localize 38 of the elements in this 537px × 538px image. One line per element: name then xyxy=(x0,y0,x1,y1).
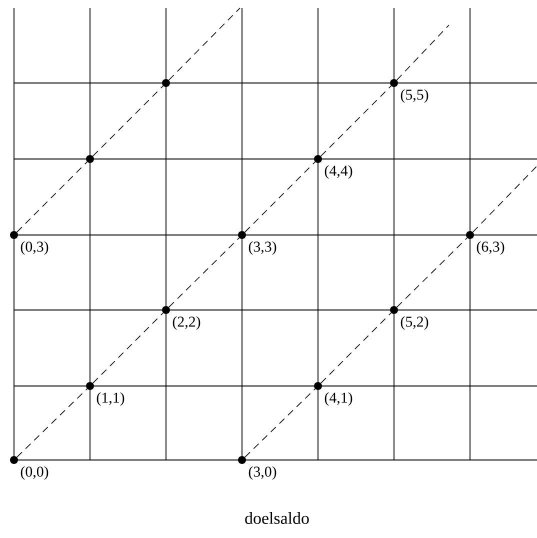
dashed-line xyxy=(320,86,392,156)
point-label: (4,1) xyxy=(324,392,352,406)
dashed-line xyxy=(320,312,392,384)
point-label: (4,4) xyxy=(324,165,352,179)
point-label: (6,3) xyxy=(476,241,504,255)
point-label: (0,3) xyxy=(20,241,48,255)
dashed-line xyxy=(244,388,316,458)
dashed-line xyxy=(396,24,450,80)
dashed-line xyxy=(92,86,164,156)
dashed-line xyxy=(472,166,537,232)
point-dot xyxy=(10,456,18,464)
point-dot xyxy=(162,79,170,87)
point-label: (3,0) xyxy=(248,466,276,480)
point-dot xyxy=(314,155,322,163)
point-dot xyxy=(466,231,474,239)
point-dot xyxy=(390,306,398,314)
point-dot xyxy=(10,231,18,239)
dashed-line xyxy=(396,238,468,308)
point-dot xyxy=(238,456,246,464)
axis-label: doelsaldo xyxy=(245,512,309,524)
point-label: (0,0) xyxy=(20,466,48,480)
dashed-line xyxy=(16,388,88,458)
point-label: (1,1) xyxy=(96,392,124,406)
point-label: (5,2) xyxy=(400,316,428,330)
point-label: (5,5) xyxy=(400,89,428,103)
point-label: (2,2) xyxy=(172,316,200,330)
point-dot xyxy=(390,79,398,87)
point-dot xyxy=(86,382,94,390)
dashed-line xyxy=(16,162,88,232)
dashed-line xyxy=(92,312,164,384)
point-dot xyxy=(314,382,322,390)
point-dot xyxy=(86,155,94,163)
dashed-line xyxy=(244,162,316,232)
dashed-line xyxy=(168,8,240,80)
dashed-line xyxy=(168,238,240,308)
point-label: (3,3) xyxy=(248,241,276,255)
point-dot xyxy=(238,231,246,239)
point-dot xyxy=(162,306,170,314)
